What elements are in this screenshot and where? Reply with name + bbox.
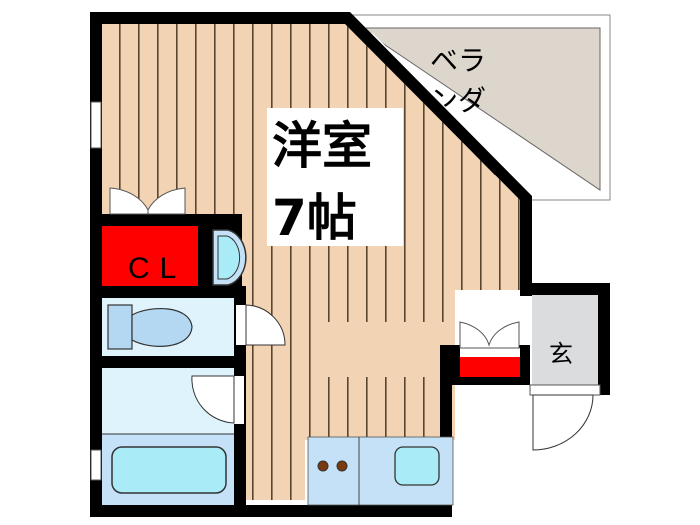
closet-doors[interactable] bbox=[109, 187, 186, 215]
toilet-bowl bbox=[131, 307, 193, 347]
stove-burner-2 bbox=[336, 460, 348, 472]
western-room: 洋室 7帖 bbox=[102, 24, 520, 500]
shoe-cabinet-doors[interactable] bbox=[459, 321, 520, 349]
entrance-door[interactable] bbox=[532, 394, 594, 451]
window-left-top bbox=[90, 101, 102, 149]
bathtub bbox=[111, 446, 227, 494]
kitchen-sink bbox=[394, 446, 440, 486]
entrance-label: 玄 bbox=[549, 340, 573, 368]
kitchen bbox=[307, 436, 454, 506]
room-size: 7帖 bbox=[272, 189, 357, 247]
bathroom-door[interactable] bbox=[191, 375, 235, 424]
room-label-box bbox=[267, 108, 403, 246]
balcony: ベラ ンダ bbox=[348, 14, 611, 201]
closet: CL bbox=[102, 187, 242, 296]
stove-burner-1 bbox=[317, 460, 329, 472]
toilet-tank bbox=[107, 304, 133, 350]
washing-machine-space bbox=[210, 226, 247, 286]
entrance: 玄 bbox=[529, 295, 601, 451]
toilet-room bbox=[102, 286, 286, 366]
toilet-door[interactable] bbox=[245, 304, 286, 346]
room-name: 洋室 bbox=[272, 117, 372, 175]
shoe-cabinet bbox=[445, 321, 530, 377]
closet-label: CL bbox=[128, 252, 186, 285]
window-left-bottom bbox=[90, 449, 102, 481]
balcony-label-1: ベラ bbox=[430, 44, 486, 77]
bathroom bbox=[102, 356, 246, 516]
